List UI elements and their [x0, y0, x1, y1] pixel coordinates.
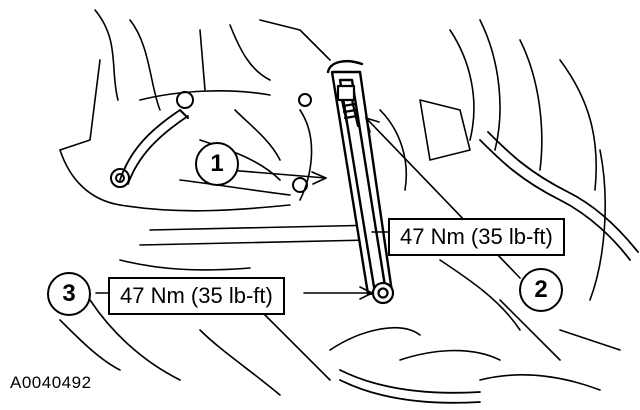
torque-upper-text: 47 Nm (35 lb-ft) [400, 224, 553, 249]
torque-label-lower: 47 Nm (35 lb-ft) [108, 277, 285, 315]
callout-1: 1 [195, 142, 239, 186]
lower-bolt [371, 281, 395, 305]
callout-1-number: 1 [210, 150, 224, 177]
callout-3: 3 [47, 272, 91, 316]
upper-bolt [336, 84, 360, 130]
callout-2: 2 [519, 268, 563, 312]
torque-label-upper: 47 Nm (35 lb-ft) [388, 218, 565, 256]
hose-lines [119, 109, 639, 404]
engine-background-lines [59, 9, 621, 396]
callout-2-number: 2 [534, 276, 548, 303]
mounting-nuts [110, 91, 312, 193]
figure-id: A0040492 [10, 373, 92, 392]
torque-lower-text: 47 Nm (35 lb-ft) [120, 283, 273, 308]
callout-3-number: 3 [62, 280, 76, 307]
